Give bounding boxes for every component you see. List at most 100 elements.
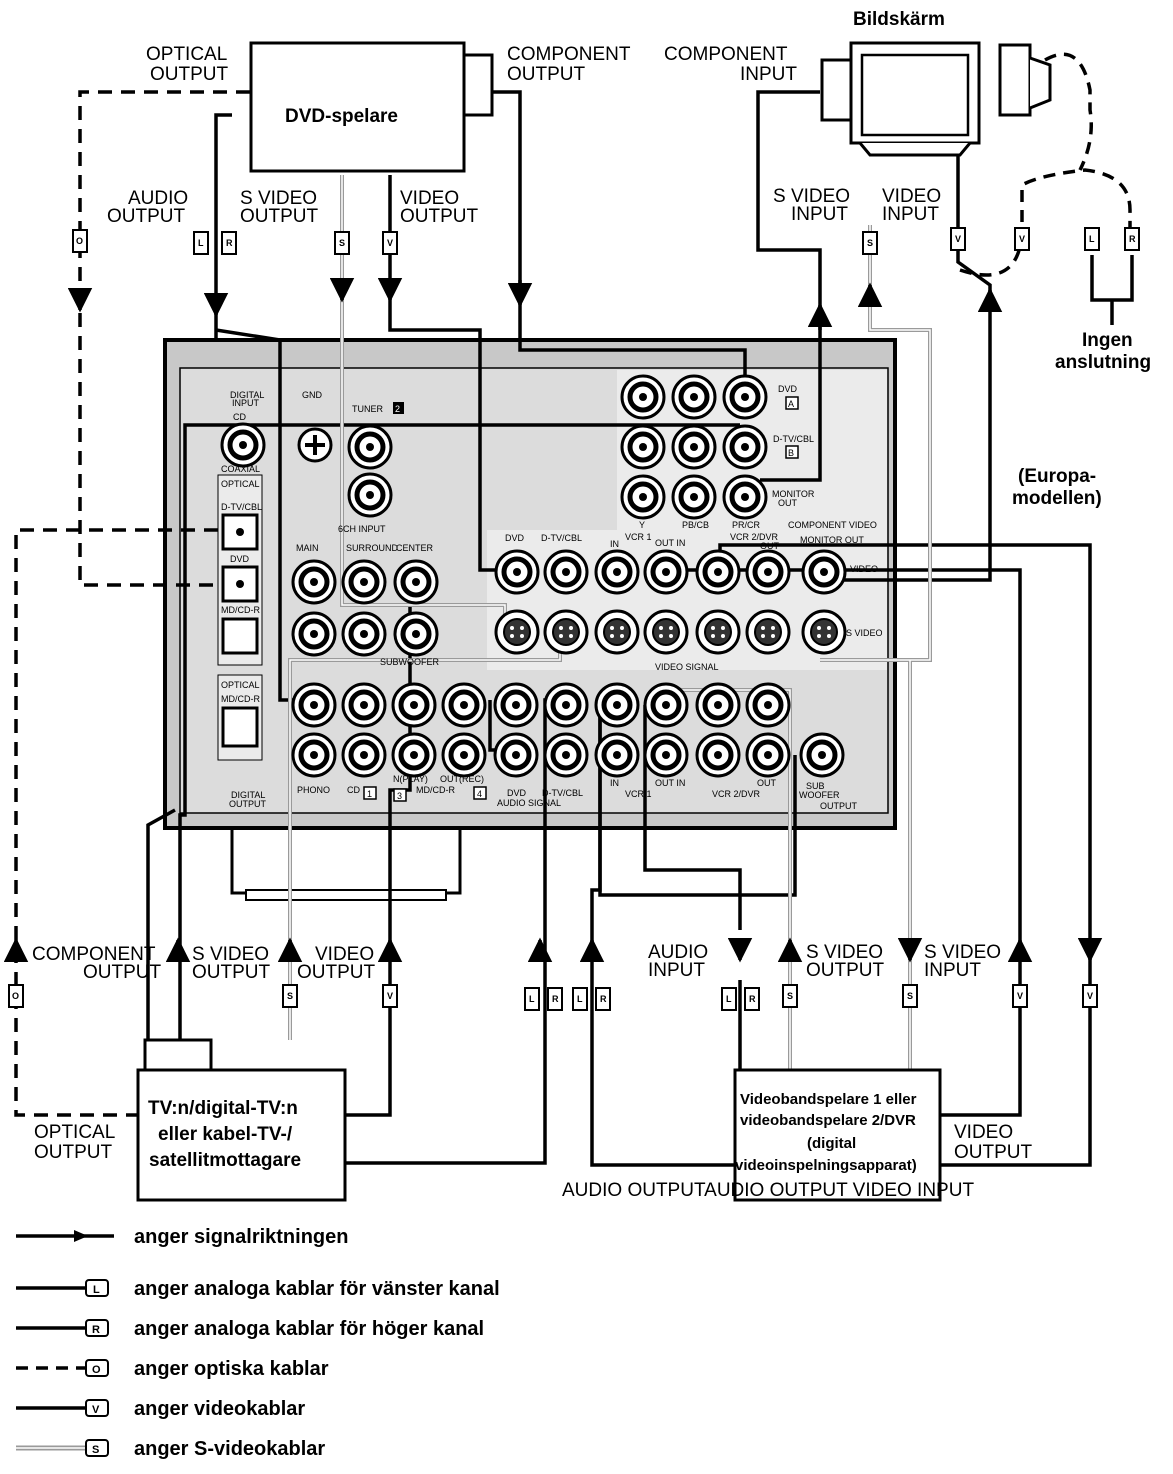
monitor-component-input-1: COMPONENT xyxy=(664,44,788,65)
mdcdr-label-2: MD/CD-R xyxy=(221,694,260,704)
tv-title-line-3: satellitmottagare xyxy=(149,1150,301,1171)
receiver-jacks xyxy=(222,376,845,776)
svg-text:V: V xyxy=(92,1404,100,1416)
dvd-video-output-2: OUTPUT xyxy=(400,206,479,227)
europe-model-2: modellen) xyxy=(1012,488,1102,509)
video-row-outin: OUT IN xyxy=(655,538,685,548)
mdcdr-label: MD/CD-R xyxy=(221,605,260,615)
tv-optical-output-2: OUTPUT xyxy=(34,1142,113,1163)
cd-bottom-label: CD xyxy=(347,785,360,795)
svg-text:L: L xyxy=(577,994,583,1004)
dtv-comp-badge: B xyxy=(788,448,794,458)
dtvcbl-label: D-TV/CBL xyxy=(221,502,262,512)
legend-row-optical: O anger optiska kablar xyxy=(14,1354,714,1394)
digital-output-label-2: OUTPUT xyxy=(229,799,267,809)
tv-component-output-2: OUTPUT xyxy=(83,962,162,983)
svg-text:L: L xyxy=(198,238,204,248)
vcr-bottom-labels: AUDIO OUTPUTAUDIO OUTPUT VIDEO INPUT xyxy=(562,1180,974,1201)
audio-signal-label: AUDIO SIGNAL xyxy=(497,798,561,808)
plug-mon-video: V xyxy=(950,227,966,251)
coaxial-label: COAXIAL xyxy=(221,464,260,474)
vcr-video-output-1: VIDEO xyxy=(954,1122,1013,1143)
phono-label: PHONO xyxy=(297,785,330,795)
vcr-title-line-3: (digital xyxy=(807,1135,856,1152)
svg-text:O: O xyxy=(12,991,19,1001)
monitor: Bildskärm xyxy=(820,9,981,157)
monitor-video-input-1: VIDEO xyxy=(882,186,941,207)
monitor-out-label-2: OUT xyxy=(778,498,798,508)
video-label: VIDEO xyxy=(850,564,878,574)
connection-labels: OPTICAL OUTPUT COMPONENT OUTPUT AUDIO OU… xyxy=(32,44,1151,1201)
dvd-comp-label: DVD xyxy=(778,384,798,394)
svg-text:S: S xyxy=(787,991,793,1001)
surround-label: SURROUND xyxy=(346,543,399,553)
legend-text-video: anger videokablar xyxy=(134,1398,306,1420)
tv-component-output-1: COMPONENT xyxy=(32,944,156,965)
tv-title-line-2: eller kabel-TV-/ xyxy=(158,1124,293,1145)
out-in-bottom-label: OUT IN xyxy=(655,778,685,788)
cd-label: CD xyxy=(233,412,246,422)
optical-label: OPTICAL xyxy=(221,479,260,489)
nplay-label: N(PLAY) xyxy=(393,774,428,784)
tv-optical-output-1: OPTICAL xyxy=(34,1122,115,1143)
video-row-monitor-out: MONITOR OUT xyxy=(800,535,864,545)
tape-number: 3 xyxy=(397,791,402,801)
video-row-vcr2: VCR 2/DVR xyxy=(730,532,779,542)
svg-text:R: R xyxy=(552,994,559,1004)
svg-text:O: O xyxy=(92,1364,101,1376)
6ch-input-label: 6CH INPUT xyxy=(338,524,386,534)
vcr-svideo-input-2: INPUT xyxy=(924,960,981,981)
gnd-label: GND xyxy=(302,390,323,400)
video-row-out: OUT xyxy=(760,541,780,551)
svg-text:R: R xyxy=(1129,234,1136,244)
subwoofer-small-label: SUBWOOFER xyxy=(380,657,440,667)
plug-tv-video: V xyxy=(382,984,398,1008)
vcr1-bottom-label: VCR 1 xyxy=(625,789,652,799)
svg-text:S: S xyxy=(339,238,345,248)
monitor-svideo-input-1: S VIDEO xyxy=(773,186,850,207)
dvd-bottom-label: DVD xyxy=(507,788,527,798)
legend-text-arrow: anger signalriktningen xyxy=(134,1226,349,1248)
plug-dvd-video: V xyxy=(382,231,398,255)
vcr-audio-input-1: AUDIO xyxy=(648,942,708,963)
panel-labels: DIGITAL INPUT GND TUNER 2 CD COAXIAL OPT… xyxy=(221,384,883,811)
dvd-component-output-2: OUTPUT xyxy=(507,64,586,85)
optical-label-2: OPTICAL xyxy=(221,680,260,690)
plug-vcr-in-left: L xyxy=(721,987,737,1011)
svg-text:V: V xyxy=(1019,234,1025,244)
legend-row-arrow: anger signalriktningen xyxy=(14,1222,714,1262)
digital-input-label-2: INPUT xyxy=(232,398,260,408)
dvd-player-title: DVD-spelare xyxy=(285,106,398,127)
dtvcbl-bottom-label: D-TV/CBL xyxy=(542,788,583,798)
monitor-out-label-1: MONITOR xyxy=(772,489,815,499)
monitor-svideo-input-2: INPUT xyxy=(791,204,848,225)
dvd-player: DVD-spelare xyxy=(249,41,494,173)
tv-receiver: TV:n/digital-TV:n eller kabel-TV-/ satel… xyxy=(136,1038,347,1202)
svg-text:L: L xyxy=(93,1284,100,1296)
europe-model-1: (Europa- xyxy=(1018,466,1096,487)
video-row-dvd: DVD xyxy=(505,533,525,543)
dvd-audio-output-2: OUTPUT xyxy=(107,206,186,227)
svg-text:V: V xyxy=(955,234,961,244)
svg-text:V: V xyxy=(387,991,393,1001)
pbcb-label: PB/CB xyxy=(682,520,709,530)
legend-svideo-sample: S xyxy=(16,1439,109,1457)
monitor-video-input-2: INPUT xyxy=(882,204,939,225)
svg-text:O: O xyxy=(76,236,83,246)
vcr: Videobandspelare 1 eller videobandspelar… xyxy=(733,1068,942,1202)
tv-video-output-1: VIDEO xyxy=(315,944,374,965)
legend-row-left: L anger analoga kablar för vänster kanal xyxy=(14,1274,714,1314)
legend-row-video: V anger videokablar xyxy=(14,1394,714,1434)
vcr-title-line-4: videoinspelningsapparat) xyxy=(735,1157,917,1174)
digital-input-label-1: DIGITAL xyxy=(230,390,264,400)
svg-text:S: S xyxy=(867,238,873,248)
svg-text:S: S xyxy=(907,991,913,1001)
dvd-optical-output-2: OUTPUT xyxy=(150,64,229,85)
svg-text:L: L xyxy=(726,994,732,1004)
dvd-audio-output-1: AUDIO xyxy=(128,188,188,209)
svg-text:S: S xyxy=(92,1444,99,1456)
plug-vcr-out-left: L xyxy=(572,987,588,1011)
plug-dvd-right: R xyxy=(221,231,237,255)
tuner-number: 2 xyxy=(395,404,400,414)
md-number: 4 xyxy=(477,789,482,799)
